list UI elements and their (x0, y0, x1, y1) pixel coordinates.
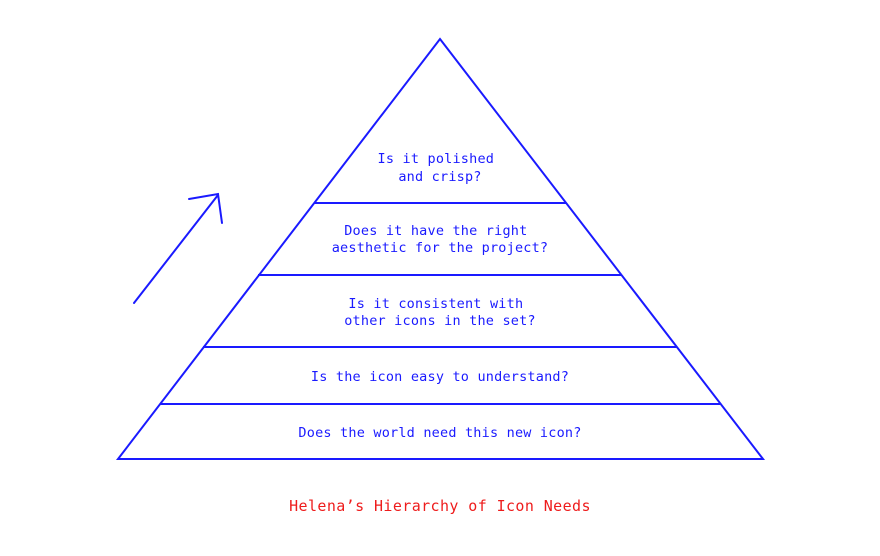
level-5-label: Does the world need this new icon? (298, 425, 581, 441)
level-2-label: Does it have the right aesthetic for the… (332, 223, 549, 256)
level-2-line-1: Does it have the right (344, 223, 527, 239)
level-1-line-2: and crisp? (398, 169, 481, 185)
level-labels: Is it polished and crisp? Does it have t… (298, 151, 581, 441)
level-1-label: Is it polished and crisp? (378, 151, 503, 185)
level-4-label: Is the icon easy to understand? (311, 369, 569, 385)
arrow-up-right-icon (133, 192, 223, 304)
pyramid-outline (115, 37, 766, 460)
level-2-line-2: aesthetic for the project? (332, 240, 549, 256)
pyramid (115, 37, 766, 460)
level-3-line-1: Is it consistent with (348, 296, 523, 312)
level-3-line-2: other icons in the set? (344, 313, 536, 329)
level-3-label: Is it consistent with other icons in the… (344, 296, 536, 329)
diagram-caption: Helena’s Hierarchy of Icon Needs (289, 497, 591, 515)
level-5-line-1: Does the world need this new icon? (298, 425, 581, 441)
level-4-line-1: Is the icon easy to understand? (311, 369, 569, 385)
level-1-line-1: Is it polished (378, 151, 495, 167)
